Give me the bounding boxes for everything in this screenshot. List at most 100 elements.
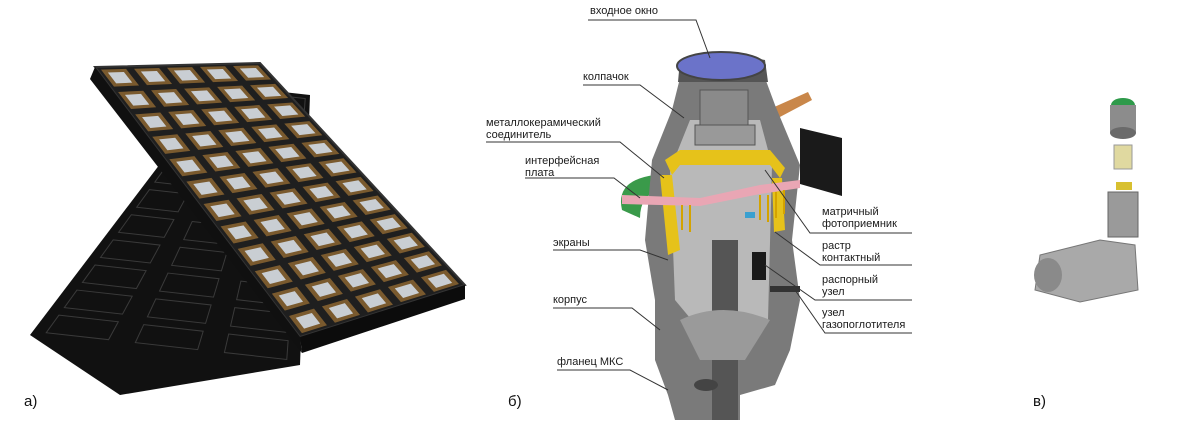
empty-cell <box>45 314 120 341</box>
base-part <box>1034 239 1139 303</box>
chip-glass <box>206 69 232 80</box>
front-tray-chips <box>101 65 459 334</box>
chip-glass <box>226 176 251 190</box>
panel-letter-a: а) <box>24 393 38 410</box>
empty-cell <box>63 289 134 315</box>
chip-glass <box>241 108 266 119</box>
chip-glass <box>239 68 265 78</box>
label-getter-line2: газопоглотителя <box>822 319 906 331</box>
chip-glass <box>311 282 337 297</box>
chip-glass <box>192 134 217 147</box>
label-input-window: входное окно <box>590 5 659 17</box>
chip-glass <box>294 260 319 276</box>
chip-glass <box>361 293 387 309</box>
chip-glass <box>274 105 299 116</box>
pink-interface-board <box>622 180 800 206</box>
input-window <box>676 51 766 81</box>
label-matrix-line2: фотоприемник <box>822 218 897 230</box>
chip-glass <box>377 264 403 279</box>
label-spacer-line1: распорный <box>822 274 879 286</box>
label-raster-line2: контактный <box>822 252 881 264</box>
chip-glass <box>256 86 282 97</box>
panel-letter-c: в) <box>1033 393 1046 410</box>
chip-glass <box>260 218 285 233</box>
label-raster-line1: растр <box>822 240 851 252</box>
label-board-line2: плата <box>525 167 555 179</box>
chip-glass <box>258 127 283 139</box>
leader-lines <box>486 19 912 391</box>
chip-glass <box>342 180 367 193</box>
chip-glass <box>225 130 250 143</box>
chip-glass <box>328 303 354 319</box>
label-raster: растр контактный <box>822 240 880 264</box>
chip-glass <box>261 269 286 285</box>
label-screens: экраны <box>553 237 590 249</box>
label-body: корпус <box>553 294 588 306</box>
chip-glass <box>173 70 199 81</box>
chip-glass <box>326 205 351 219</box>
chip-glass <box>360 244 385 259</box>
chip-glass <box>208 110 233 122</box>
chip-glass <box>293 212 318 226</box>
chip-glass <box>344 273 370 288</box>
chip-glass <box>190 90 216 102</box>
chip-glass <box>291 124 316 136</box>
chip-glass <box>142 115 167 128</box>
label-spacer: распорный узел <box>822 274 878 298</box>
chip-glass <box>308 142 333 155</box>
label-spacer-line2: узел <box>822 286 845 298</box>
exploded-assembly-illustration <box>1034 98 1139 303</box>
chip-glass <box>259 171 284 185</box>
chip-glass <box>157 92 183 104</box>
chip-glass <box>376 217 401 231</box>
chip-glass <box>295 312 321 329</box>
label-board-line1: интерфейсная <box>525 155 600 167</box>
chip-trays-illustration <box>30 61 467 395</box>
getter-part <box>770 286 800 292</box>
label-flange: фланец МКС <box>557 356 624 368</box>
chip-glass <box>276 191 301 205</box>
empty-cell <box>135 189 189 213</box>
empty-cell <box>117 214 175 238</box>
chip-glass <box>327 252 352 267</box>
empty-cell <box>99 239 161 264</box>
chip-glass <box>176 159 201 173</box>
chip-glass <box>159 137 184 151</box>
raster-part <box>1113 144 1133 170</box>
chip-glass <box>140 71 166 82</box>
orange-strip <box>772 92 812 118</box>
empty-cell <box>81 264 147 290</box>
chip-glass <box>209 155 234 168</box>
chip-glass <box>227 225 252 240</box>
label-connector-line2: соединитель <box>486 129 552 141</box>
label-matrix-line1: матричный <box>822 206 879 218</box>
housing-part <box>1107 191 1139 238</box>
label-getter: узел газопоглотителя <box>822 307 905 331</box>
label-matrix: матричный фотоприемник <box>822 206 897 230</box>
empty-cell <box>158 272 220 298</box>
chip-glass <box>193 181 218 195</box>
housing-interior <box>670 120 772 330</box>
chip-glass <box>242 151 267 164</box>
chip-glass <box>393 236 418 250</box>
label-connector: металлокерамический соединитель <box>486 117 601 141</box>
chip-glass <box>410 255 436 269</box>
chip-glass <box>292 166 317 179</box>
empty-cell <box>223 333 289 361</box>
empty-cell <box>146 298 212 324</box>
label-connector-line1: металлокерамический <box>486 117 601 129</box>
chip-glass <box>343 225 368 239</box>
chip-glass <box>394 283 420 299</box>
yellow-shield <box>665 150 785 178</box>
chip-glass <box>359 198 384 212</box>
electronics-block <box>800 128 842 196</box>
label-board: интерфейсная плата <box>525 155 599 179</box>
chip-glass <box>309 186 334 199</box>
chip-glass <box>175 113 200 125</box>
chip-glass <box>223 88 249 100</box>
chip-glass <box>244 247 269 262</box>
chip-glass <box>210 203 235 218</box>
chip-glass <box>427 273 453 288</box>
